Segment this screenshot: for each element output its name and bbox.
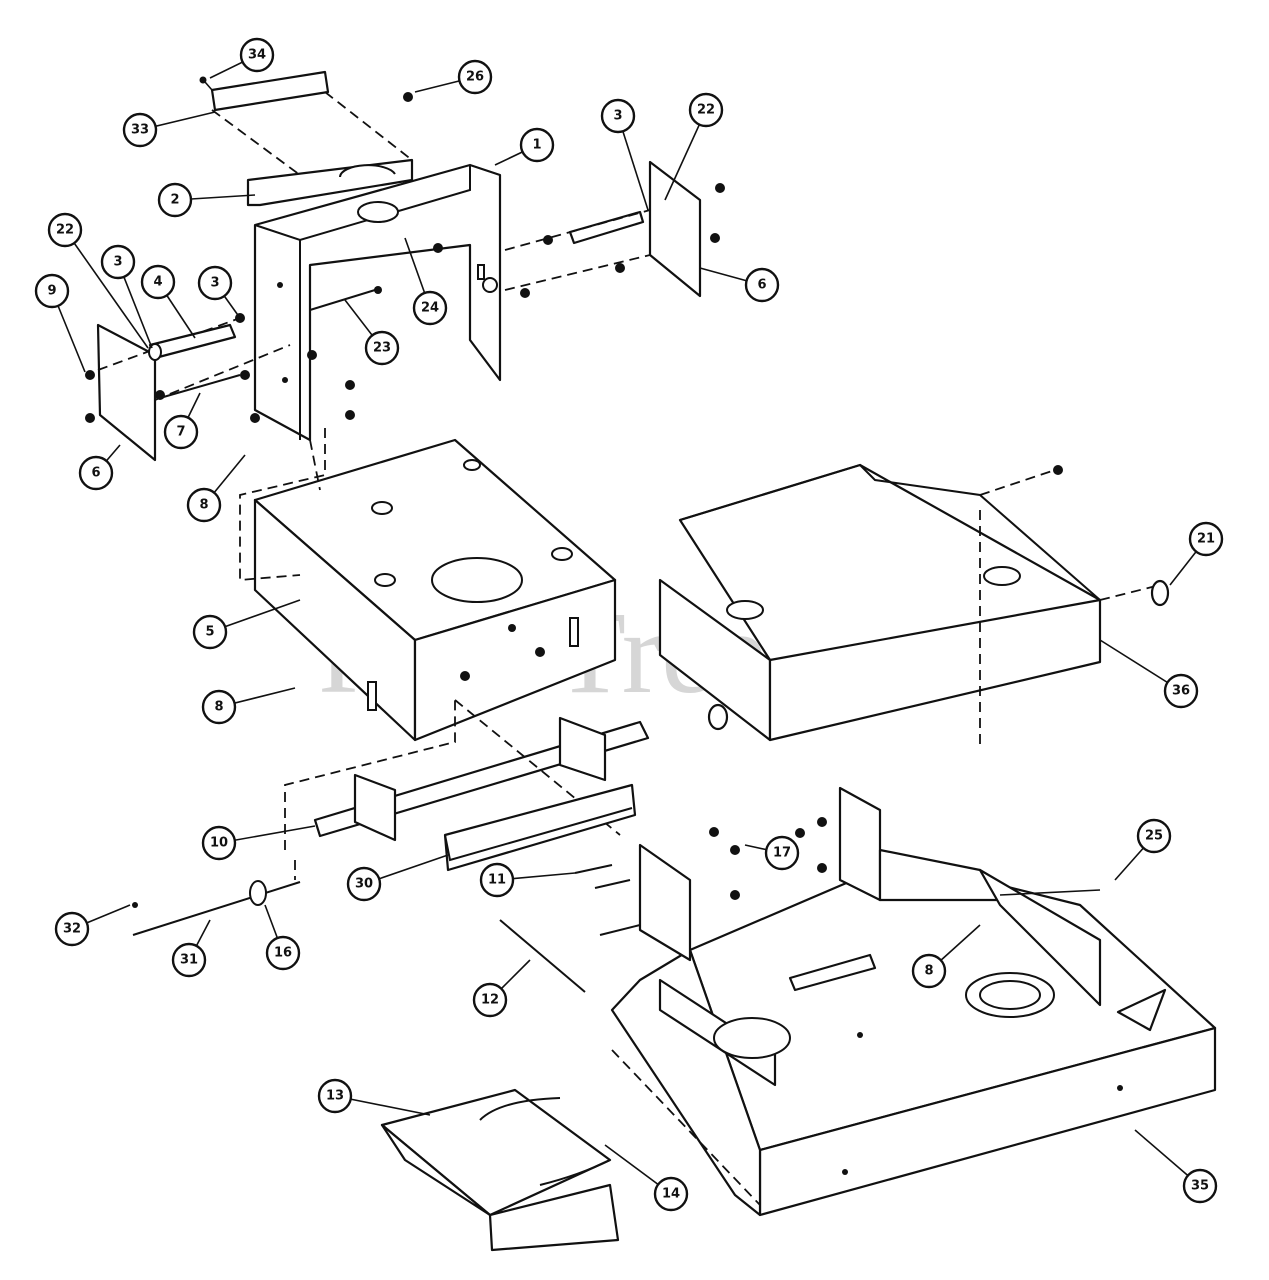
part-rod-12: [499, 919, 586, 993]
callout-22-left: 22: [47, 212, 83, 248]
svg-text:13: 13: [326, 1089, 344, 1104]
callout-1: 1: [519, 127, 555, 163]
callout-6-left: 6: [78, 455, 114, 491]
svg-text:12: 12: [481, 993, 499, 1008]
svg-text:26: 26: [466, 70, 484, 85]
callout-31: 31: [171, 942, 207, 978]
svg-text:32: 32: [63, 922, 81, 937]
svg-text:1: 1: [532, 138, 541, 153]
svg-text:33: 33: [131, 123, 149, 138]
callout-13: 13: [317, 1078, 353, 1114]
svg-text:22: 22: [697, 103, 715, 118]
svg-text:25: 25: [1145, 829, 1163, 844]
callout-6-right: 6: [744, 267, 780, 303]
callout-32: 32: [54, 911, 90, 947]
callout-7: 7: [163, 414, 199, 450]
callout-8-upper: 8: [186, 487, 222, 523]
callout-14: 14: [653, 1176, 689, 1212]
svg-text:10: 10: [210, 836, 228, 851]
callout-30: 30: [346, 866, 382, 902]
callout-10: 10: [201, 825, 237, 861]
svg-text:30: 30: [355, 877, 373, 892]
callout-3-mid: 3: [197, 265, 233, 301]
part-bolts-11: [574, 864, 641, 936]
part-bolt-23: [309, 286, 382, 311]
callout-11: 11: [479, 862, 515, 898]
callout-33: 33: [122, 112, 158, 148]
callout-25: 25: [1136, 818, 1172, 854]
svg-text:21: 21: [1197, 532, 1215, 547]
callout-8-lower: 8: [911, 953, 947, 989]
svg-text:8: 8: [214, 700, 223, 715]
callout-35: 35: [1182, 1168, 1218, 1204]
callout-36: 36: [1163, 673, 1199, 709]
part-bracket-30: [443, 783, 637, 872]
part-housing-1: [253, 163, 502, 442]
svg-text:16: 16: [274, 946, 292, 961]
svg-text:6: 6: [91, 466, 100, 481]
callout-3-right: 3: [600, 98, 636, 134]
callout-4: 4: [140, 264, 176, 300]
svg-text:14: 14: [662, 1187, 680, 1202]
svg-text:17: 17: [773, 846, 791, 861]
callout-12: 12: [472, 982, 508, 1018]
svg-text:23: 23: [373, 341, 391, 356]
callout-2: 2: [157, 182, 193, 218]
part-plate-33: [199, 70, 330, 112]
svg-text:6: 6: [757, 278, 766, 293]
svg-text:31: 31: [180, 953, 198, 968]
callout-17: 17: [764, 835, 800, 871]
callout-16: 16: [265, 935, 301, 971]
part-deck-35: [610, 786, 1217, 1217]
svg-text:7: 7: [176, 425, 185, 440]
svg-text:3: 3: [210, 276, 219, 291]
callout-3-left: 3: [100, 244, 136, 280]
svg-text:24: 24: [421, 301, 439, 316]
callout-22-right: 22: [688, 92, 724, 128]
svg-text:2: 2: [170, 193, 179, 208]
svg-text:5: 5: [205, 625, 214, 640]
svg-text:36: 36: [1172, 684, 1190, 699]
callout-34: 34: [239, 37, 275, 73]
part-pin-4: [148, 323, 237, 361]
callout-8-mid: 8: [201, 689, 237, 725]
svg-text:8: 8: [199, 498, 208, 513]
part-housing-5: [239, 428, 617, 742]
svg-text:11: 11: [488, 873, 506, 888]
svg-text:3: 3: [113, 255, 122, 270]
callout-21: 21: [1188, 521, 1224, 557]
callout-26: 26: [457, 59, 493, 95]
callout-24: 24: [412, 290, 448, 326]
part-bracket-2: [211, 91, 414, 207]
svg-text:35: 35: [1191, 1179, 1209, 1194]
callout-9: 9: [34, 273, 70, 309]
part-plate-13: [380, 1088, 620, 1252]
svg-text:3: 3: [613, 109, 622, 124]
svg-text:22: 22: [56, 223, 74, 238]
callout-23: 23: [364, 330, 400, 366]
part-side-plate-6-right: [403, 92, 725, 298]
part-bolt-7: [159, 374, 241, 399]
part-side-plate-6-left: [85, 313, 355, 462]
callout-5: 5: [192, 614, 228, 650]
svg-text:9: 9: [47, 284, 56, 299]
svg-text:34: 34: [248, 48, 266, 63]
svg-text:8: 8: [924, 964, 933, 979]
svg-text:4: 4: [153, 275, 162, 290]
part-rod-31: [132, 860, 301, 936]
part-cover-36: [658, 463, 1170, 750]
